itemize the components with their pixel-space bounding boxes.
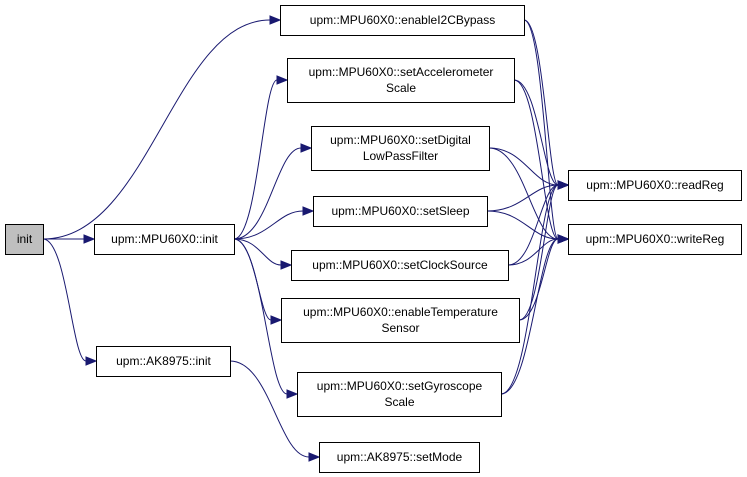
node-label: upm::MPU60X0::init (111, 232, 218, 246)
edge-line (233, 238, 288, 395)
arrowhead (83, 234, 96, 244)
node-label: upm::MPU60X0::setDigital (330, 133, 471, 147)
node-label: upm::MPU60X0::enableI2CBypass (310, 13, 495, 27)
node-box[interactable] (297, 372, 502, 417)
edge-line (507, 238, 559, 266)
node-box[interactable] (319, 442, 480, 473)
node-ak-init[interactable]: upm::AK8975::init (96, 346, 231, 377)
edge-enable_i2c-to-write_reg (523, 19, 570, 244)
node-enable-i2c[interactable]: upm::MPU60X0::enableI2CBypass (280, 5, 525, 36)
node-box[interactable] (291, 250, 509, 281)
edge-root-to-mpu_init (43, 234, 96, 244)
node-box[interactable] (311, 126, 490, 171)
edge-mpu_init-to-enable_temp (233, 238, 283, 325)
arrowhead (300, 143, 313, 153)
edge-line (488, 147, 559, 240)
edge-line (233, 79, 278, 240)
edge-set_gyro-to-write_reg (500, 234, 570, 395)
node-label: upm::AK8975::setMode (337, 450, 463, 464)
arrowhead (557, 234, 570, 244)
edge-set_dlpf-to-write_reg (488, 147, 570, 244)
node-box[interactable] (94, 224, 235, 255)
arrowhead (85, 356, 98, 366)
node-box[interactable] (96, 346, 231, 377)
edge-set_clock-to-read_reg (507, 180, 570, 266)
node-box[interactable] (281, 298, 520, 343)
edge-mpu_init-to-set_gyro (233, 238, 299, 399)
node-label: Scale (386, 81, 416, 95)
edge-set_gyro-to-read_reg (500, 180, 570, 395)
edge-line (500, 238, 559, 395)
node-label: LowPassFilter (363, 149, 438, 163)
node-box[interactable] (5, 224, 44, 255)
arrowhead (302, 206, 315, 216)
node-label: init (17, 232, 33, 246)
node-set-mode[interactable]: upm::AK8975::setMode (319, 442, 480, 473)
edge-line (233, 147, 302, 240)
arrowhead (286, 389, 299, 399)
edge-mpu_init-to-set_clock (233, 238, 293, 270)
node-label: upm::MPU60X0::enableTemperature (303, 305, 498, 319)
node-label: Sensor (381, 321, 419, 335)
node-box[interactable] (313, 196, 488, 227)
node-write-reg[interactable]: upm::MPU60X0::writeReg (568, 224, 742, 255)
edge-root-to-ak_init (42, 238, 98, 366)
edge-mpu_init-to-set_accel (233, 75, 289, 240)
node-label: upm::MPU60X0::setClockSource (312, 258, 488, 272)
edge-line (233, 238, 282, 266)
edge-line (42, 19, 271, 240)
edge-set_accel-to-read_reg (513, 79, 570, 190)
edge-line (486, 184, 559, 212)
node-set-sleep[interactable]: upm::MPU60X0::setSleep (313, 196, 488, 227)
edge-line (486, 210, 559, 240)
arrowhead (557, 180, 570, 190)
node-set-clock[interactable]: upm::MPU60X0::setClockSource (291, 250, 509, 281)
edge-line (229, 360, 310, 458)
node-read-reg[interactable]: upm::MPU60X0::readReg (568, 170, 742, 201)
node-mpu-init[interactable]: upm::MPU60X0::init (94, 224, 235, 255)
edge-line (233, 238, 272, 321)
edge-line (488, 147, 559, 186)
edge-line (523, 19, 559, 186)
edge-line (513, 79, 559, 186)
edge-enable_i2c-to-read_reg (523, 19, 570, 190)
edge-line (233, 210, 304, 240)
edge-line (518, 238, 559, 321)
arrowhead (270, 315, 283, 325)
arrowhead (308, 452, 321, 462)
node-label: Scale (384, 395, 414, 409)
node-root[interactable]: init (5, 224, 44, 255)
edge-line (513, 79, 559, 240)
edge-line (518, 184, 559, 321)
node-label: upm::MPU60X0::readReg (586, 178, 723, 192)
node-label: upm::MPU60X0::setGyroscope (317, 379, 483, 393)
edge-line (500, 184, 559, 395)
edge-ak_init-to-set_mode (229, 360, 321, 462)
edge-mpu_init-to-set_sleep (233, 206, 315, 240)
node-label: upm::MPU60X0::writeReg (586, 232, 725, 246)
arrowhead (276, 75, 289, 85)
node-label: upm::AK8975::init (116, 354, 211, 368)
node-label: upm::MPU60X0::setSleep (331, 204, 469, 218)
node-box[interactable] (568, 170, 742, 201)
edge-line (507, 184, 559, 266)
node-box[interactable] (280, 5, 525, 36)
edge-mpu_init-to-set_dlpf (233, 143, 313, 240)
edge-line (42, 238, 87, 362)
node-box[interactable] (568, 224, 742, 255)
node-box[interactable] (287, 58, 515, 103)
edge-root-to-enable_i2c (42, 15, 282, 240)
edge-line (523, 19, 559, 240)
arrowhead (280, 260, 293, 270)
arrowhead (269, 15, 282, 25)
edges-layer (42, 15, 570, 462)
node-label: upm::MPU60X0::setAccelerometer (309, 65, 494, 79)
